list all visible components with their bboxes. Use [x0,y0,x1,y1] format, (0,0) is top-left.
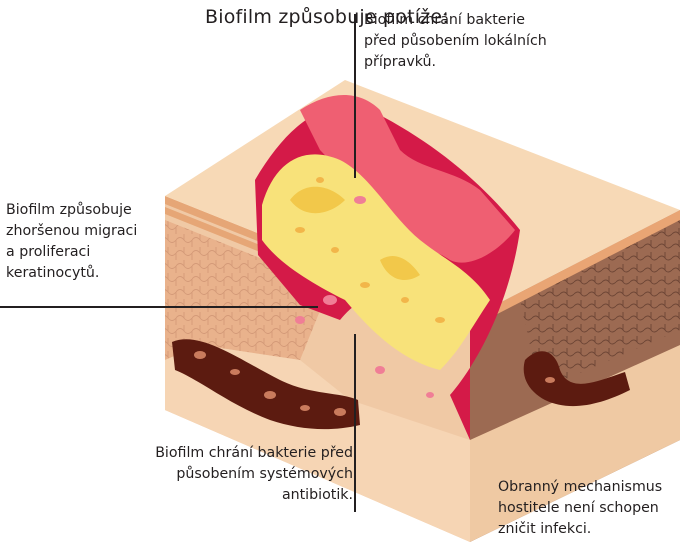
caption-systemic-antibiotics: Biofilm chrání bakterie před působením s… [155,443,353,506]
caption-keratinocyte-migration: Biofilm způsobuje zhoršenou migraci a pr… [6,200,137,284]
vessel-cell-right [545,377,555,383]
caption-topical-protection: Biofilm chrání bakterie před působením l… [364,10,547,73]
caption-host-defense: Obranný mechanismus hostitele není schop… [498,477,662,540]
